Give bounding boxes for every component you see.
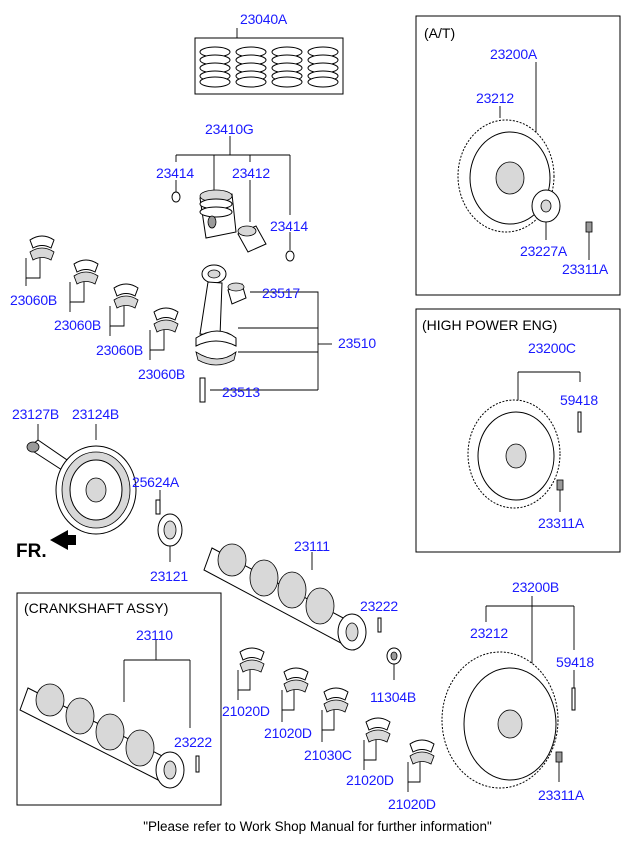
part-label-23111[interactable]: 23111	[294, 538, 330, 554]
part-label-23060b-2[interactable]: 23060B	[54, 317, 102, 333]
part-label-23060b-1[interactable]: 23060B	[10, 292, 58, 308]
part-label-23410g[interactable]: 23410G	[205, 121, 254, 137]
part-label-21020d-2[interactable]: 21020D	[264, 725, 312, 741]
part-label-23414-bottom[interactable]: 23414	[270, 218, 308, 234]
part-label-23311a-at[interactable]: 23311A	[562, 261, 609, 277]
at-box	[415, 15, 621, 296]
crankshaft-assy-box	[16, 592, 222, 806]
bearing-shells-left	[25, 235, 179, 360]
piston-ring-set	[194, 28, 344, 95]
crankshaft	[203, 543, 402, 680]
part-label-23412[interactable]: 23412	[232, 165, 270, 181]
at-box-title: (A/T)	[424, 25, 456, 41]
crankshaft-assy-drawing	[19, 640, 200, 789]
part-label-21020d-3[interactable]: 21020D	[346, 772, 394, 788]
part-label-21030c[interactable]: 21030C	[304, 747, 352, 763]
crankshaft-assy-box-title: (CRANKSHAFT ASSY)	[24, 600, 169, 616]
part-label-23060b-4[interactable]: 23060B	[138, 366, 186, 382]
part-label-23517[interactable]: 23517	[262, 285, 300, 301]
part-label-23124b[interactable]: 23124B	[72, 406, 120, 422]
part-label-23121[interactable]: 23121	[150, 568, 188, 584]
part-label-23200c[interactable]: 23200C	[528, 340, 576, 356]
part-label-23513[interactable]: 23513	[222, 384, 260, 400]
high-power-box	[415, 308, 621, 553]
part-label-23227a[interactable]: 23227A	[520, 243, 568, 259]
part-label-23311a[interactable]: 23311A	[538, 787, 585, 803]
main-bearings	[237, 647, 435, 792]
part-label-23200b[interactable]: 23200B	[512, 579, 560, 595]
part-label-23311a-hp[interactable]: 23311A	[538, 515, 585, 531]
part-label-23060b-3[interactable]: 23060B	[96, 342, 144, 358]
part-label-23127b[interactable]: 23127B	[12, 406, 60, 422]
part-label-23212-at[interactable]: 23212	[476, 90, 514, 106]
part-label-23414-top[interactable]: 23414	[156, 165, 194, 181]
high-power-box-title: (HIGH POWER ENG)	[422, 317, 558, 333]
high-power-flywheel	[467, 371, 582, 512]
part-label-11304b[interactable]: 11304B	[370, 689, 417, 705]
part-label-23110[interactable]: 23110	[136, 627, 173, 643]
part-label-23200a[interactable]: 23200A	[490, 46, 538, 62]
part-label-21020d-4[interactable]: 21020D	[388, 796, 436, 812]
pulley-assembly	[26, 424, 183, 562]
front-marker: FR.	[16, 541, 47, 562]
at-flywheel	[457, 62, 593, 260]
part-label-59418[interactable]: 59418	[556, 654, 594, 670]
connecting-rod-assembly	[195, 264, 332, 403]
part-label-23222-top[interactable]: 23222	[360, 598, 398, 614]
part-label-23222-bottom[interactable]: 23222	[174, 734, 212, 750]
flywheel	[441, 596, 576, 789]
part-label-23040a[interactable]: 23040A	[240, 11, 288, 27]
part-label-23212[interactable]: 23212	[470, 625, 508, 641]
piston-assembly	[171, 136, 295, 262]
footer-note: "Please refer to Work Shop Manual for fu…	[143, 819, 492, 834]
part-label-59418-hp[interactable]: 59418	[560, 392, 598, 408]
part-label-25624a[interactable]: 25624A	[132, 474, 180, 490]
part-label-23510[interactable]: 23510	[338, 335, 376, 351]
front-arrow-icon	[50, 530, 76, 550]
part-label-21020d-1[interactable]: 21020D	[222, 703, 270, 719]
